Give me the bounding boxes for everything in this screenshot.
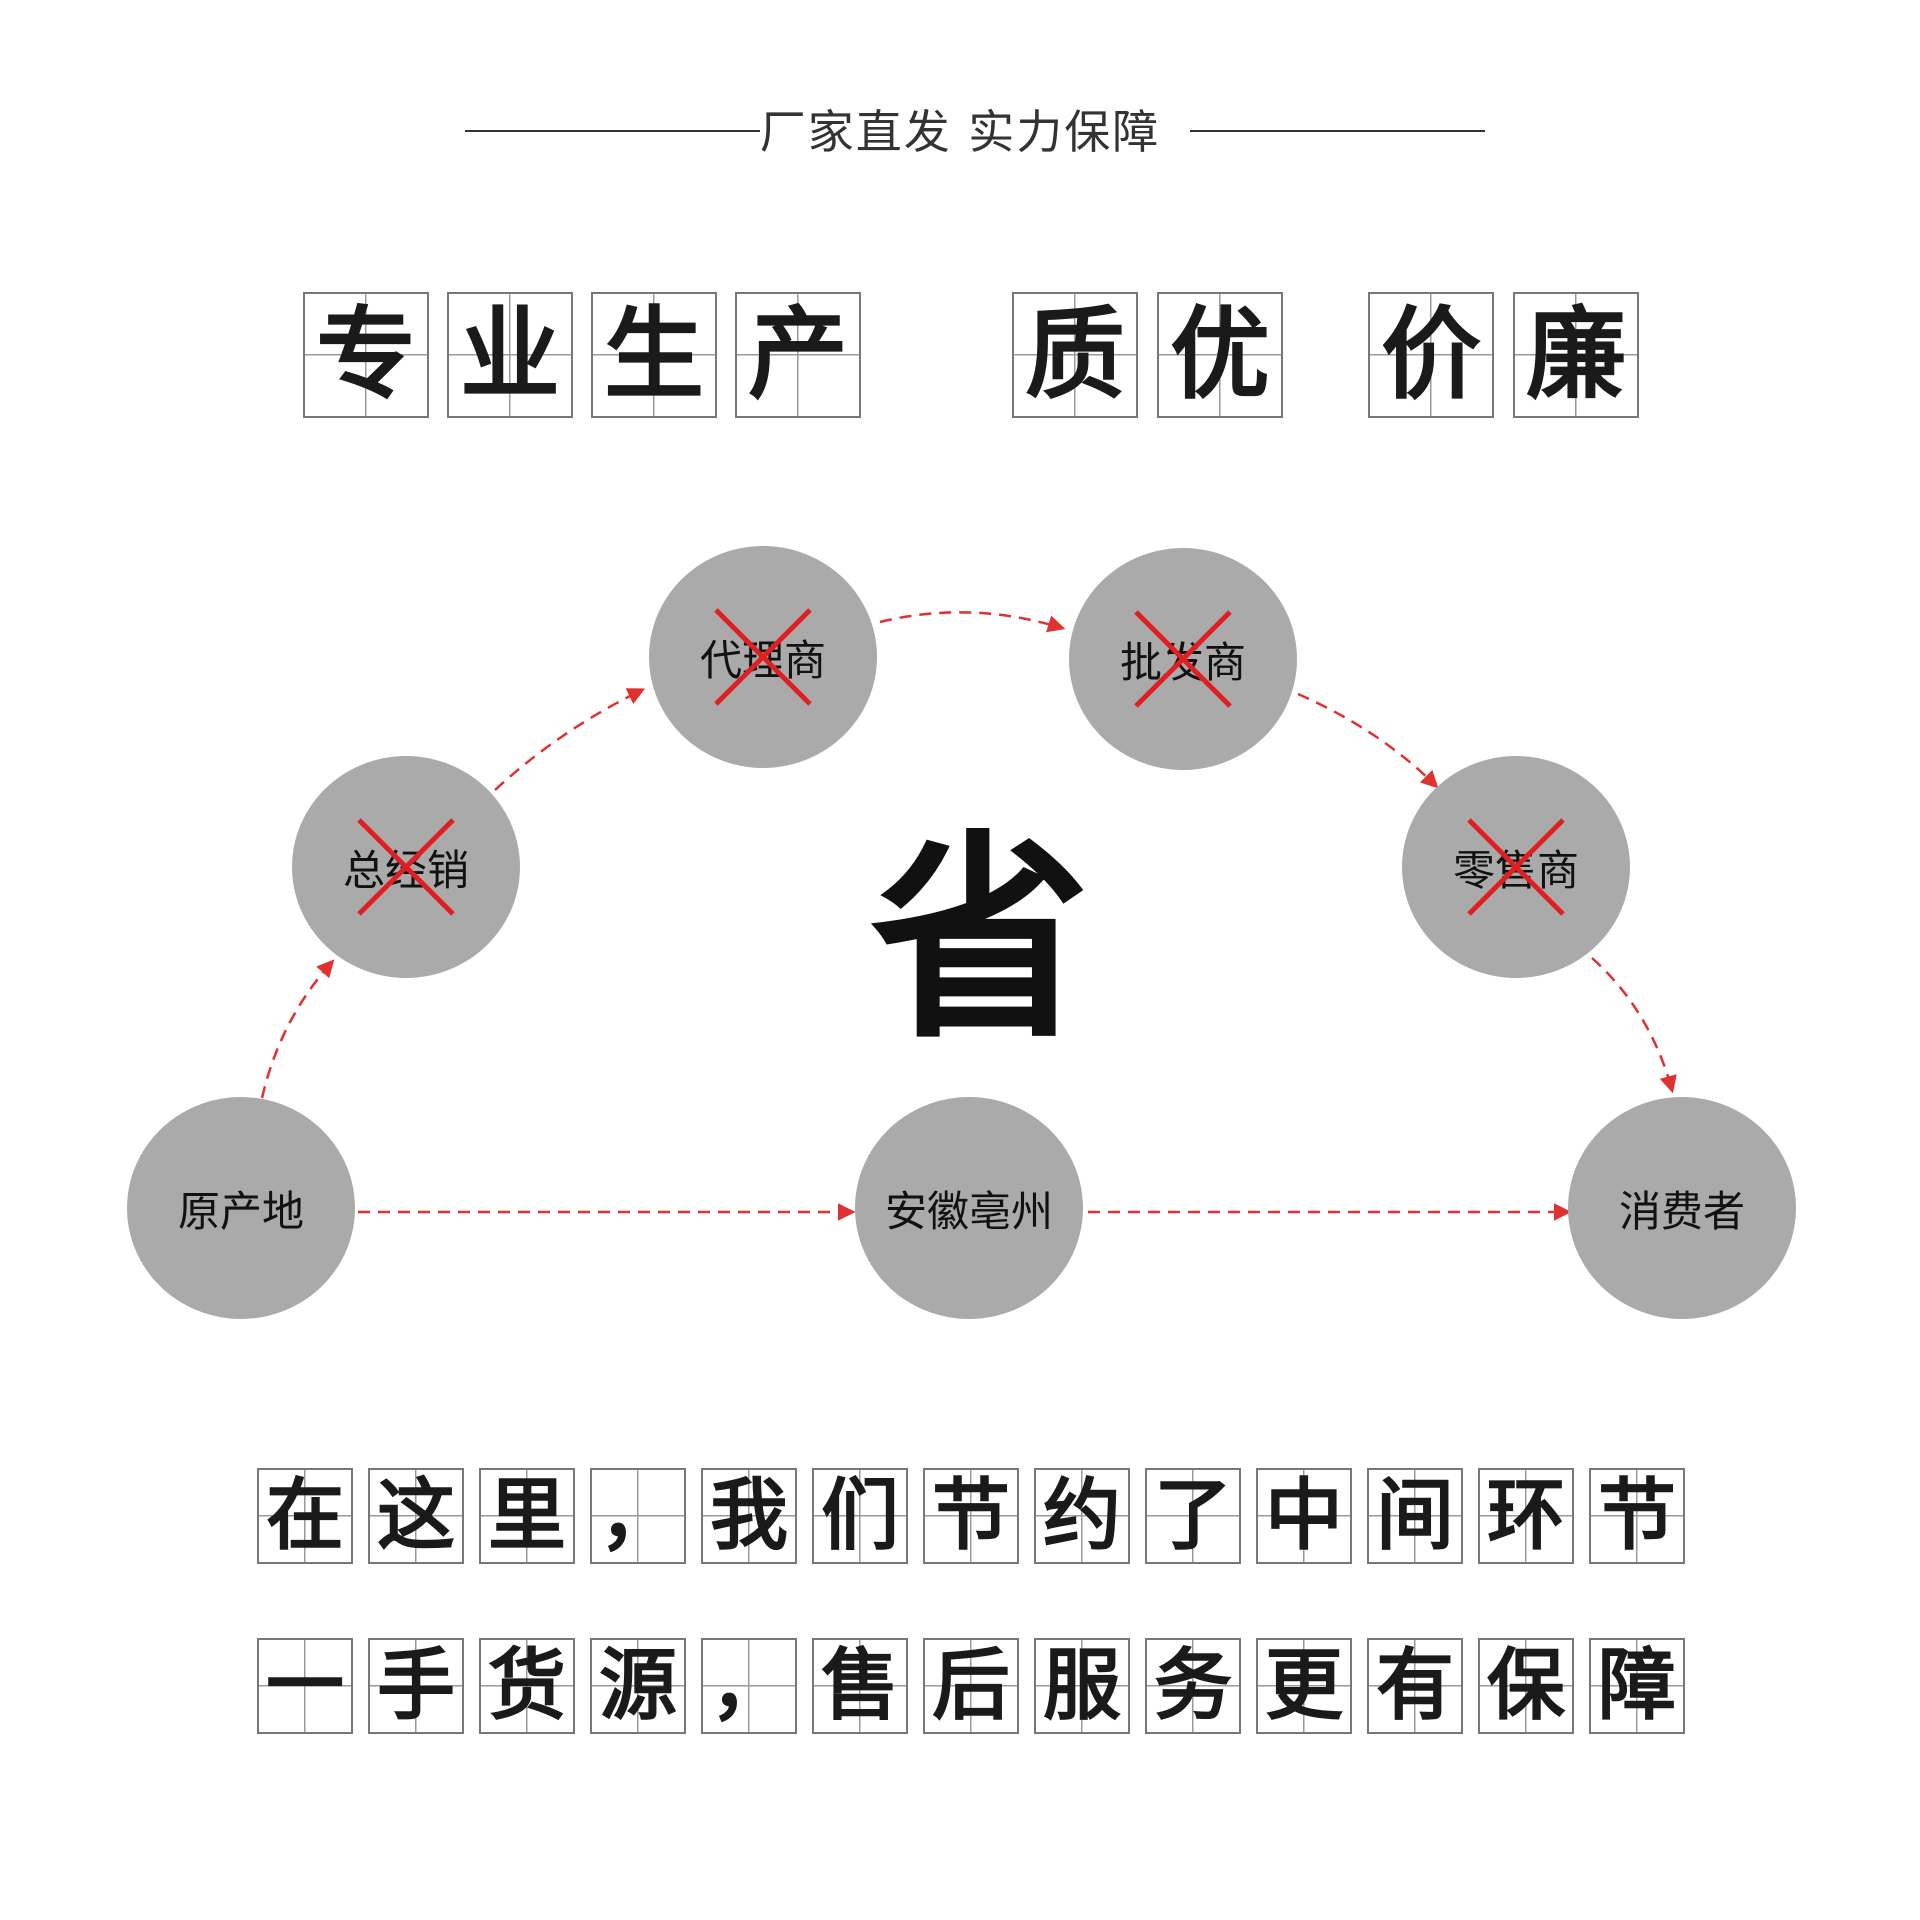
node-general-distributor: 总经销 <box>292 756 520 978</box>
slogan-top-char-box: 产 <box>735 292 861 418</box>
slogan-top-char: 廉 <box>1526 296 1626 413</box>
node-bozhou-label: 安徽亳州 <box>884 1186 1053 1236</box>
slogan-char: 我 <box>709 1471 788 1561</box>
slogan-char: 货 <box>487 1641 566 1731</box>
slogan-char: 后 <box>931 1641 1010 1731</box>
slogan-char-box: 中 <box>1256 1468 1352 1564</box>
slogan-char-box: 这 <box>368 1468 464 1564</box>
slogan-char: 间 <box>1375 1471 1454 1561</box>
slogan-char: 手 <box>376 1641 455 1731</box>
slogan-char: 务 <box>1153 1641 1232 1731</box>
slogan-char: 节 <box>931 1471 1010 1561</box>
slogan-top-char: 产 <box>748 296 848 413</box>
slogan-top-char-box: 价 <box>1368 292 1494 418</box>
slogan-top-char-box: 优 <box>1157 292 1283 418</box>
cross-out-icon <box>714 608 812 706</box>
slogan-char: ， <box>709 1641 788 1731</box>
slogan-char: 在 <box>265 1471 344 1561</box>
slogan-char: 环 <box>1486 1471 1565 1561</box>
cross-out-icon <box>1467 818 1565 916</box>
arrow-retail-to-consumer <box>1591 957 1677 1094</box>
slogan-char-box: ， <box>590 1468 686 1564</box>
slogan-top-char: 专 <box>316 296 416 413</box>
slogan-char: 中 <box>1264 1471 1343 1561</box>
slogan-char: 了 <box>1153 1471 1232 1561</box>
slogan-char: 们 <box>820 1471 899 1561</box>
slogan-char-box: 们 <box>812 1468 908 1564</box>
slogan-char-box: 节 <box>1589 1468 1685 1564</box>
slogan-char: 更 <box>1264 1641 1343 1731</box>
slogan-char-box: ， <box>701 1638 797 1734</box>
slogan-char-box: 在 <box>257 1468 353 1564</box>
header-rule-left <box>465 130 760 132</box>
slogan-char-box: 源 <box>590 1638 686 1734</box>
slogan-top-char: 业 <box>460 296 560 413</box>
slogan-top-char-box: 生 <box>591 292 717 418</box>
slogan-char: 保 <box>1486 1641 1565 1731</box>
node-agent: 代理商 <box>649 546 877 768</box>
node-consumer: 消费者 <box>1568 1097 1796 1319</box>
slogan-top-char: 生 <box>604 296 704 413</box>
slogan-char-box: 环 <box>1478 1468 1574 1564</box>
slogan-char-box: 售 <box>812 1638 908 1734</box>
node-retailer: 零售商 <box>1402 756 1630 978</box>
slogan-top-char: 价 <box>1381 296 1481 413</box>
slogan-char-box: 货 <box>479 1638 575 1734</box>
slogan-char-box: 保 <box>1478 1638 1574 1734</box>
node-origin: 原产地 <box>127 1097 355 1319</box>
arrow-origin-to-general <box>260 959 335 1099</box>
cross-out-icon <box>1134 610 1232 708</box>
slogan-char-box: 间 <box>1367 1468 1463 1564</box>
slogan-char-box: 一 <box>257 1638 353 1734</box>
slogan-char-box: 更 <box>1256 1638 1352 1734</box>
header-title: 厂家直发 实力保障 <box>759 105 1161 159</box>
arrow-agent-to-wholesale <box>879 611 1066 633</box>
slogan-char-box: 障 <box>1589 1638 1685 1734</box>
slogan-top-char-box: 廉 <box>1513 292 1639 418</box>
slogan-top-char-box: 质 <box>1012 292 1138 418</box>
node-consumer-label: 消费者 <box>1618 1186 1745 1236</box>
slogan-char: 服 <box>1042 1641 1121 1731</box>
slogan-top-char: 优 <box>1170 296 1270 413</box>
slogan-char-box: 我 <box>701 1468 797 1564</box>
slogan-char-box: 后 <box>923 1638 1019 1734</box>
slogan-char-box: 务 <box>1145 1638 1241 1734</box>
slogan-char-box: 节 <box>923 1468 1019 1564</box>
slogan-char: 源 <box>598 1641 677 1731</box>
slogan-char: 里 <box>487 1471 566 1561</box>
center-save-char: 省 <box>869 812 1090 1068</box>
slogan-char-box: 服 <box>1034 1638 1130 1734</box>
slogan-char-box: 手 <box>368 1638 464 1734</box>
node-wholesaler: 批发商 <box>1069 548 1297 770</box>
slogan-char: 一 <box>265 1641 344 1731</box>
slogan-char: 节 <box>1597 1471 1676 1561</box>
slogan-top-char: 质 <box>1025 296 1125 413</box>
slogan-char: 这 <box>376 1471 455 1561</box>
slogan-char: ， <box>598 1471 677 1561</box>
slogan-top-char-box: 业 <box>447 292 573 418</box>
arrow-general-to-agent <box>494 688 646 791</box>
slogan-char-box: 有 <box>1367 1638 1463 1734</box>
slogan-char: 约 <box>1042 1471 1121 1561</box>
slogan-char: 售 <box>820 1641 899 1731</box>
node-bozhou: 安徽亳州 <box>855 1097 1083 1319</box>
arrow-wholesale-to-retail <box>1297 692 1439 789</box>
slogan-top-char-box: 专 <box>303 292 429 418</box>
header-rule-right <box>1190 130 1485 132</box>
slogan-char-box: 约 <box>1034 1468 1130 1564</box>
cross-out-icon <box>357 818 455 916</box>
node-origin-label: 原产地 <box>177 1186 304 1236</box>
slogan-char-box: 里 <box>479 1468 575 1564</box>
slogan-char-box: 了 <box>1145 1468 1241 1564</box>
slogan-char: 障 <box>1597 1641 1676 1731</box>
slogan-char: 有 <box>1375 1641 1454 1731</box>
